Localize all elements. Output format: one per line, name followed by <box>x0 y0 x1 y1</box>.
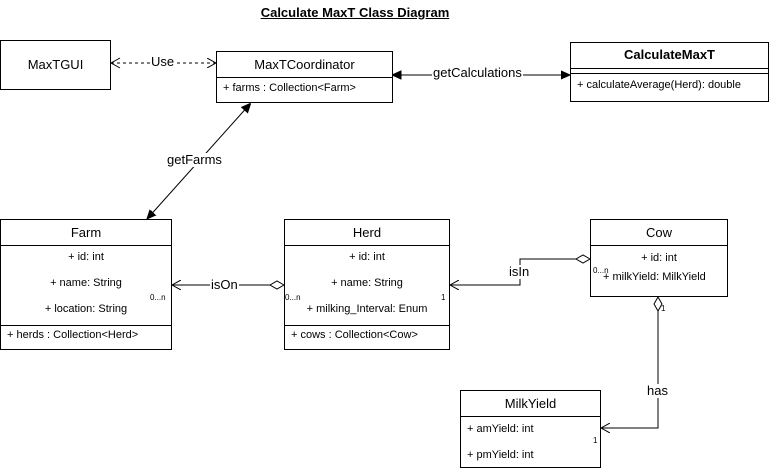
class-farm[interactable]: Farm + id: int + name: String + location… <box>0 219 172 350</box>
use-label: Use <box>150 54 176 69</box>
has-line <box>601 297 659 428</box>
attribute: + farms : Collection<Farm> <box>223 82 356 94</box>
method: + calculateAverage(Herd): double <box>577 79 741 91</box>
attribute: + id: int <box>349 251 385 263</box>
class-name: Herd <box>285 220 449 246</box>
has-label: has <box>646 383 669 398</box>
ison-diamond <box>268 280 286 290</box>
class-calculatemaxt[interactable]: CalculateMaxT + calculateAverage(Herd): … <box>570 42 769 102</box>
class-herd[interactable]: Herd + id: int + name: String + milking_… <box>284 219 450 350</box>
use-arrow-left <box>109 57 121 69</box>
class-maxtcoordinator[interactable]: MaxTCoordinator + farms : Collection<Far… <box>216 51 393 103</box>
isin-label: isIn <box>508 264 531 279</box>
class-name: MilkYield <box>461 391 600 417</box>
multiplicity-herd-right: 1 <box>441 293 446 302</box>
multiplicity-herd-left: 0...n <box>285 293 301 302</box>
attribute: + herds : Collection<Herd> <box>7 329 139 341</box>
attribute: + location: String <box>44 303 128 315</box>
attribute: + pmYield: int <box>467 449 534 461</box>
attribute: + name: String <box>50 277 122 289</box>
attribute-compartment <box>571 69 768 74</box>
attribute: + name: String <box>331 277 403 289</box>
attribute: + amYield: int <box>467 423 534 435</box>
attribute: + milkYield: MilkYield <box>603 271 706 283</box>
attribute: + id: int <box>641 252 677 264</box>
multiplicity-farm: 0...n <box>150 293 166 302</box>
has-diamond <box>653 295 663 313</box>
class-name: MaxTGUI <box>27 57 84 72</box>
class-maxtgui[interactable]: MaxTGUI <box>0 40 111 90</box>
class-name: Cow <box>591 220 727 246</box>
multiplicity-cow-left: 0...n <box>593 266 609 275</box>
class-cow[interactable]: Cow + id: int + milkYield: MilkYield <box>590 219 728 297</box>
diagram-title: Calculate MaxT Class Diagram <box>260 5 450 20</box>
class-milkyield[interactable]: MilkYield + amYield: int + pmYield: int <box>460 390 601 468</box>
multiplicity-cow-bottom: 1 <box>661 304 666 313</box>
attribute: + milking_Interval: Enum <box>306 303 428 315</box>
attribute: + id: int <box>68 251 104 263</box>
isin-diamond <box>574 254 592 264</box>
class-name: MaxTCoordinator <box>217 52 392 78</box>
getfarms-label: getFarms <box>166 152 223 167</box>
getcalculations-label: getCalculations <box>432 65 523 80</box>
class-name: Farm <box>1 220 171 246</box>
class-name: CalculateMaxT <box>571 43 768 69</box>
ison-label: isOn <box>210 277 239 292</box>
attribute: + cows : Collection<Cow> <box>291 329 418 341</box>
multiplicity-milkyield: 1 <box>593 436 598 445</box>
